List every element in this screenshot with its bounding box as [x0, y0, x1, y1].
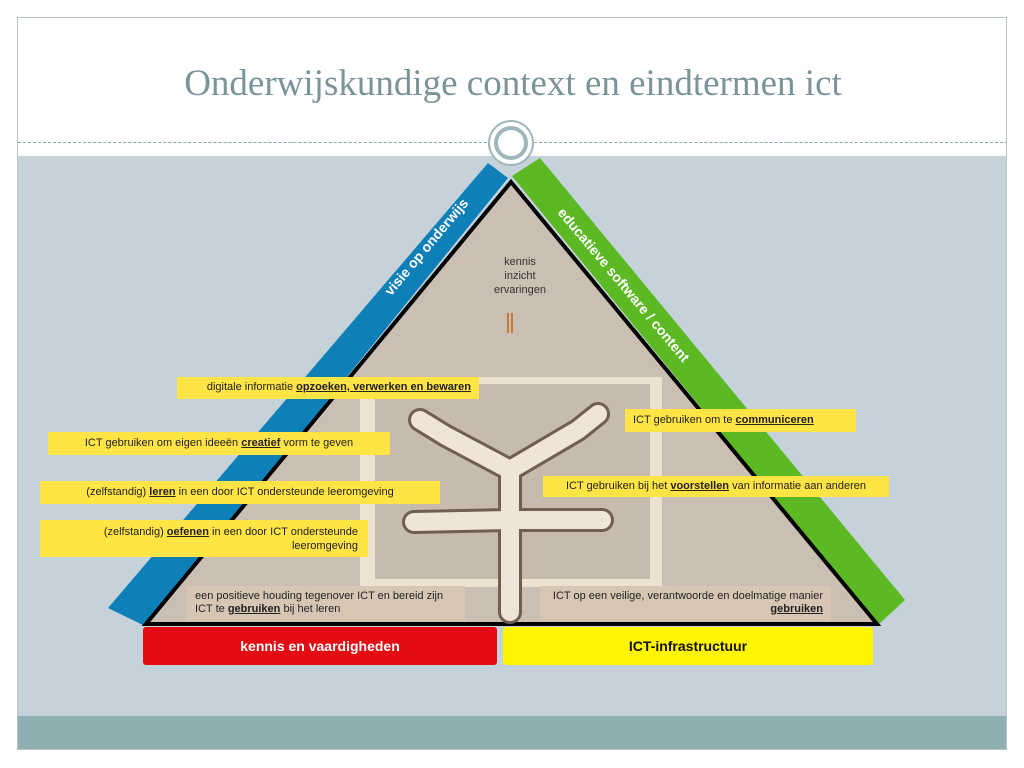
- label-communiceren: ICT gebruiken om te communiceren: [625, 409, 856, 432]
- label-leren: (zelfstandig) leren in een door ICT onde…: [40, 481, 440, 504]
- label-houding: een positieve houding tegenover ICT en b…: [187, 586, 465, 620]
- label-opzoeken: digitale informatie opzoeken, verwerken …: [177, 377, 479, 399]
- knowledge-line: kennis: [504, 256, 536, 268]
- slide-title: Onderwijskundige context en eindtermen i…: [184, 63, 842, 104]
- label-creatief: ICT gebruiken om eigen ideeën creatief v…: [48, 432, 390, 455]
- down-arrow-icon: [507, 313, 513, 333]
- knowledge-block: kennis inzicht ervaringen: [470, 255, 570, 297]
- label-voorstellen: ICT gebruiken bij het voorstellen van in…: [543, 476, 889, 497]
- knowledge-line: ervaringen: [494, 284, 546, 296]
- right-side-band: [512, 158, 905, 625]
- knowledge-line: inzicht: [504, 270, 536, 282]
- footer-band: [18, 716, 1006, 749]
- base-left-block: kennis en vaardigheden: [143, 627, 497, 665]
- label-veilig: ICT op een veilige, verantwoorde en doel…: [540, 586, 831, 620]
- base-right-block: ICT-infrastructuur: [503, 627, 873, 665]
- ring-ornament-icon: [488, 120, 534, 166]
- label-oefenen: (zelfstandig) oefenen in een door ICT on…: [40, 520, 368, 557]
- tree-icon: [402, 402, 614, 624]
